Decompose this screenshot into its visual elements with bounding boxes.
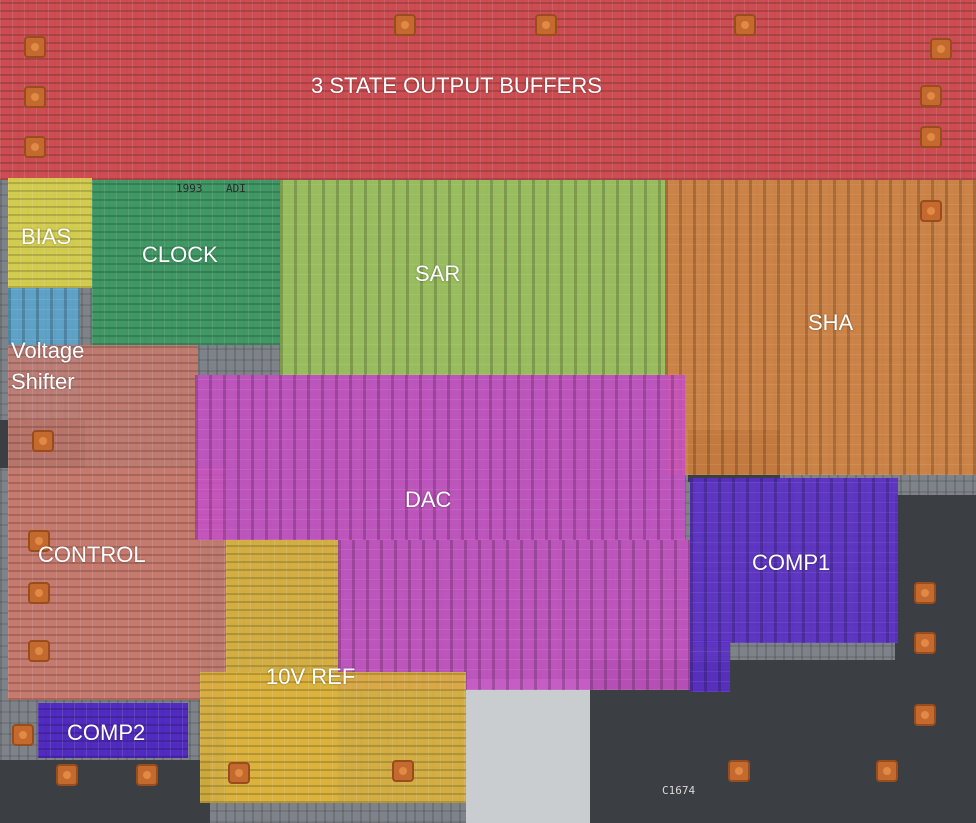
block-dac	[195, 375, 685, 540]
label-bias: BIAS	[21, 224, 72, 249]
block-clock	[92, 180, 280, 345]
die-marking-brand: ADI	[226, 182, 246, 195]
block-bias	[8, 178, 92, 288]
label-comp1: COMP1	[752, 550, 831, 575]
bond-pad	[920, 126, 942, 148]
label-sha: SHA	[808, 310, 854, 335]
bond-pad	[136, 764, 158, 786]
label-voltage-shifter-line1: Voltage	[11, 338, 85, 363]
die-marking-chip-code: C1674	[662, 784, 696, 797]
die-marking-year: 1993	[176, 182, 203, 195]
label-comp2: COMP2	[67, 720, 146, 745]
bond-pad	[32, 430, 54, 452]
bond-pad	[914, 704, 936, 726]
bond-pad	[920, 200, 942, 222]
block-dac-lower	[338, 540, 690, 690]
block-output-buffers	[0, 0, 976, 180]
bond-pad	[876, 760, 898, 782]
block-sha	[665, 180, 976, 475]
bond-pad	[56, 764, 78, 786]
bond-pad	[12, 724, 34, 746]
label-voltage-shifter-line2: Shifter	[11, 369, 75, 394]
block-comp1-tail	[690, 640, 730, 692]
left-bottom-bare-region	[0, 760, 210, 823]
bond-pad	[728, 760, 750, 782]
bond-pad	[24, 86, 46, 108]
bond-pad	[920, 85, 942, 107]
block-sar	[280, 180, 665, 375]
bond-pad	[392, 760, 414, 782]
label-dac: DAC	[405, 487, 452, 512]
bond-pad	[914, 632, 936, 654]
bond-pad	[28, 530, 50, 552]
bond-pad	[28, 582, 50, 604]
block-comp2	[38, 703, 188, 758]
label-output-buffers: 3 STATE OUTPUT BUFFERS	[311, 73, 602, 98]
lower-center-bare-region	[466, 680, 590, 823]
bond-pad	[24, 136, 46, 158]
bond-pad	[734, 14, 756, 36]
bond-pad	[930, 38, 952, 60]
label-ref: 10V REF	[266, 664, 356, 689]
bond-pad	[394, 14, 416, 36]
bond-pad	[914, 582, 936, 604]
label-sar: SAR	[415, 261, 461, 286]
label-control: CONTROL	[38, 542, 146, 567]
bond-pad	[228, 762, 250, 784]
bond-pad	[24, 36, 46, 58]
label-clock: CLOCK	[142, 242, 218, 267]
bond-pad	[28, 640, 50, 662]
bond-pad	[535, 14, 557, 36]
block-comp1	[690, 478, 898, 643]
